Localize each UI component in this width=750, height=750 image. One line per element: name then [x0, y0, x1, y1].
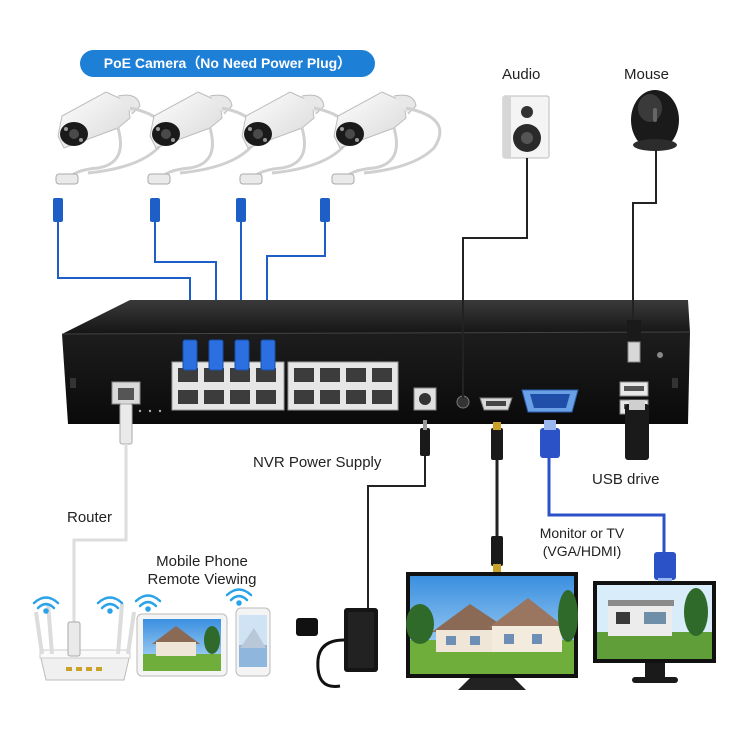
mouse-usb-plug	[627, 320, 641, 363]
nvr-hdmi-port	[479, 397, 513, 411]
tablet-device	[136, 613, 228, 677]
hdmi-cable	[491, 422, 503, 572]
monitor-label-line1: Monitor or TV	[539, 525, 625, 541]
mobile-phone-label-line1: Mobile Phone	[156, 553, 248, 570]
phone-device	[235, 607, 271, 677]
vga-cable	[540, 420, 676, 588]
router-cable	[67, 403, 133, 657]
monitor-label-line2: (VGA/HDMI)	[542, 543, 622, 559]
mobile-phone-label: Mobile Phone Remote Viewing	[132, 553, 272, 589]
router-device	[34, 603, 136, 681]
wifi-icon	[32, 588, 253, 614]
audio-label: Audio	[502, 66, 541, 83]
camera-rj45-plugs	[53, 198, 330, 222]
monitor-label: Monitor or TV (VGA/HDMI)	[522, 524, 642, 560]
nvr-vga-port	[521, 389, 579, 413]
mouse-label: Mouse	[624, 66, 670, 83]
power-jack-plug	[420, 420, 430, 456]
audio-cable	[462, 158, 528, 398]
poe-camera-badge: PoE Camera（No Need Power Plug）	[80, 50, 375, 77]
nvr-power-supply-label: NVR Power Supply	[253, 454, 382, 471]
power-adapter	[296, 608, 378, 688]
nvr-power-jack	[413, 387, 437, 411]
nvr-indicator-dots	[138, 409, 162, 413]
monitor-display	[593, 581, 716, 683]
nvr-plugged-connectors	[182, 339, 276, 371]
nvr-lan-port	[111, 381, 141, 405]
mobile-phone-label-line2: Remote Viewing	[147, 571, 257, 588]
nvr-poe-ports	[178, 368, 392, 404]
router-label: Router	[67, 509, 113, 526]
power-cable	[367, 456, 426, 610]
usb-drive	[625, 400, 649, 460]
poe-camera-4	[331, 91, 442, 185]
nvr-reset-hole	[657, 352, 663, 358]
tv-display	[406, 572, 578, 690]
audio-speaker	[502, 95, 550, 159]
poe-camera-2	[147, 91, 258, 185]
mouse-cable	[632, 150, 657, 320]
poe-camera-1	[55, 91, 166, 185]
usb-drive-label: USB drive	[592, 471, 660, 488]
mouse-device	[631, 90, 679, 151]
poe-camera-3	[239, 91, 350, 185]
